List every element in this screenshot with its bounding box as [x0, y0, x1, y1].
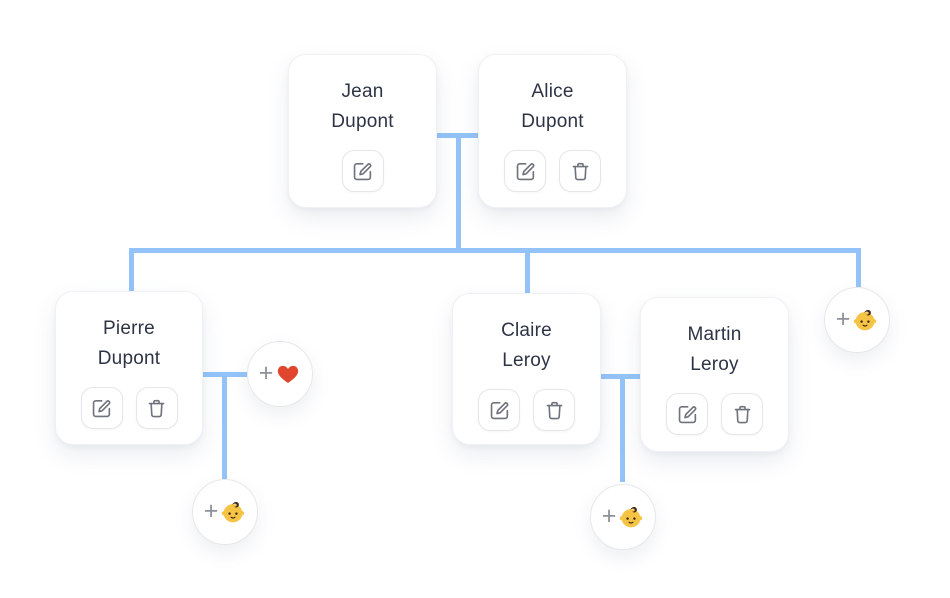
- plus-sign: +: [203, 496, 219, 525]
- plus-sign: +: [835, 304, 851, 333]
- trash-icon: [734, 405, 750, 423]
- add-child-button[interactable]: +: [590, 484, 656, 550]
- card-actions: [341, 150, 384, 192]
- edit-person-button[interactable]: [341, 150, 384, 192]
- person-name: Alice Dupont: [521, 81, 584, 132]
- card-actions: [504, 150, 601, 192]
- connector-line: [525, 248, 530, 294]
- edit-person-button[interactable]: [80, 387, 123, 429]
- delete-person-button[interactable]: [721, 393, 763, 435]
- delete-person-button[interactable]: [135, 387, 178, 429]
- person-card-claire: Claire Leroy: [452, 293, 601, 445]
- card-actions: [478, 389, 575, 431]
- connector-line: [129, 248, 861, 253]
- edit-icon: [516, 162, 534, 180]
- edit-person-button[interactable]: [504, 150, 546, 192]
- edit-person-button[interactable]: [478, 389, 520, 431]
- connector-line: [856, 248, 861, 287]
- person-card-martin: Martin Leroy: [640, 297, 789, 452]
- add-partner-button[interactable]: +: [247, 341, 313, 407]
- trash-icon: [572, 162, 588, 180]
- trash-icon: [148, 399, 165, 417]
- card-actions: [666, 393, 763, 435]
- add-child-button[interactable]: +: [192, 479, 258, 545]
- baby-icon: [854, 310, 877, 331]
- plus-sign: +: [258, 358, 274, 387]
- person-name: Pierre Dupont: [97, 318, 161, 369]
- trash-icon: [546, 401, 562, 419]
- edit-person-button[interactable]: [666, 393, 708, 435]
- person-card-alice: Alice Dupont: [478, 54, 627, 208]
- delete-person-button[interactable]: [559, 150, 601, 192]
- edit-icon: [678, 405, 696, 423]
- person-card-jean: Jean Dupont: [288, 54, 437, 208]
- card-actions: [80, 387, 178, 429]
- plus-sign: +: [601, 501, 617, 530]
- connector-line: [222, 372, 227, 479]
- baby-icon: [620, 507, 643, 528]
- baby-icon: [222, 502, 245, 523]
- delete-person-button[interactable]: [533, 389, 575, 431]
- heart-icon: [278, 365, 299, 383]
- edit-icon: [92, 399, 111, 417]
- person-name: Claire Leroy: [501, 320, 552, 371]
- person-name: Jean Dupont: [331, 81, 394, 132]
- connector-line: [456, 133, 461, 252]
- edit-icon: [353, 162, 372, 180]
- edit-icon: [490, 401, 508, 419]
- add-child-button[interactable]: +: [824, 287, 890, 353]
- person-name: Martin Leroy: [687, 324, 742, 375]
- person-card-pierre: Pierre Dupont: [55, 291, 203, 445]
- connector-line: [129, 248, 134, 292]
- connector-line: [620, 374, 625, 482]
